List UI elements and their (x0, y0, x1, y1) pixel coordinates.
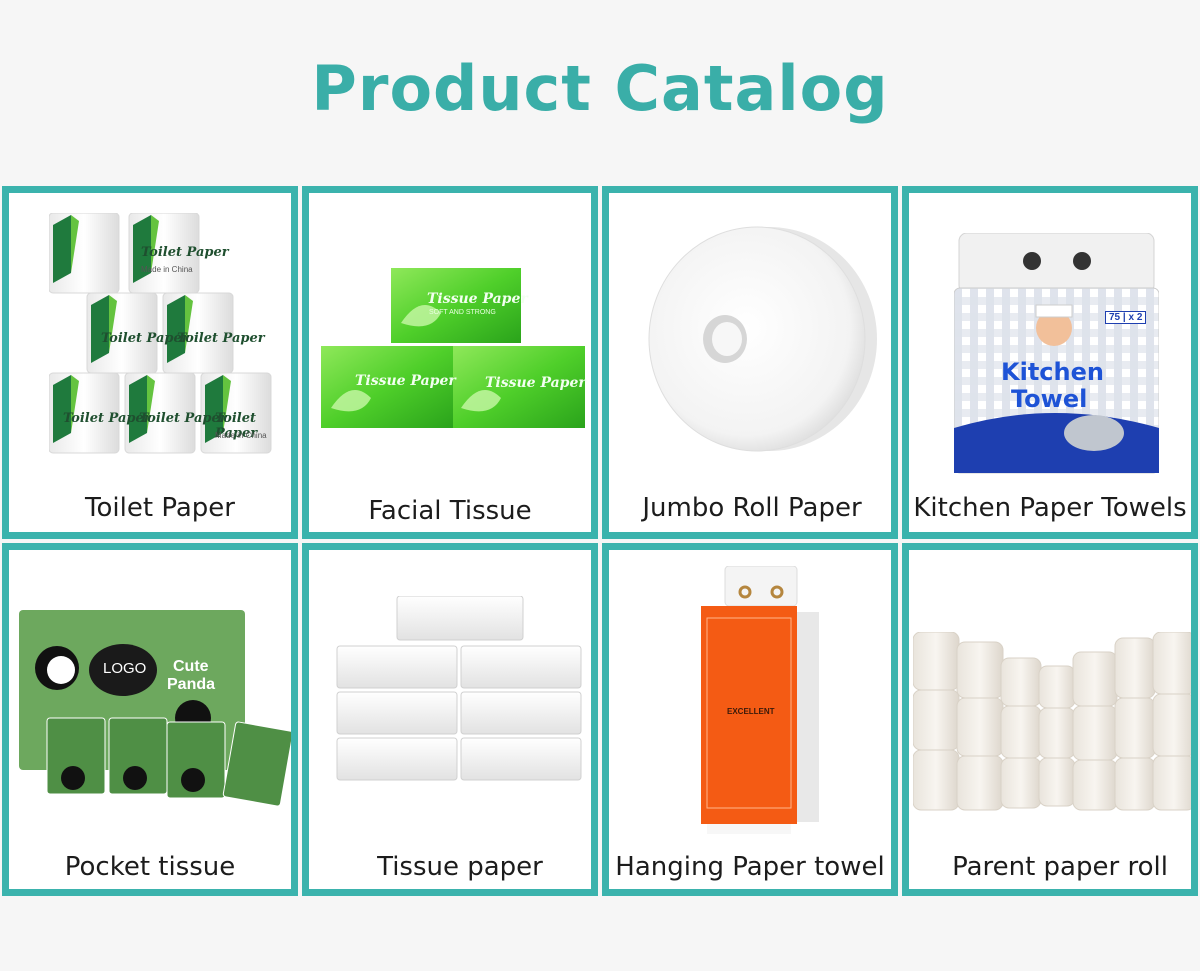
product-card-jumbo-roll-paper[interactable]: Jumbo Roll Paper (602, 186, 898, 539)
kitchen-towel-pack-image (954, 233, 1159, 474)
toilet-paper-rolls-image (49, 213, 272, 454)
product-label: Pocket tissue (64, 852, 236, 882)
parent-rolls-image (913, 632, 1191, 811)
product-label: Parent paper roll (952, 852, 1168, 882)
package-text: Towel (1011, 385, 1088, 413)
jumbo-roll-image (648, 226, 877, 452)
package-text: EXCELLENT (727, 707, 775, 716)
product-card-tissue-paper[interactable]: Tissue paper (302, 543, 598, 896)
product-label: Kitchen Paper Towels (913, 493, 1187, 523)
package-text: Tissue Paper (427, 291, 528, 307)
package-text: Tissue Paper (355, 373, 456, 389)
product-label: Facial Tissue (368, 496, 532, 526)
package-text: Toilet Paper (215, 411, 258, 441)
package-text: Toilet Paper (101, 331, 189, 346)
package-subtext: Made in China (215, 431, 267, 440)
package-text: Cute (173, 658, 209, 675)
facial-tissue-packs-image (321, 268, 585, 428)
page-title: Product Catalog (311, 52, 889, 125)
product-card-pocket-tissue[interactable]: LOGO Cute Panda Pocket tissue (2, 543, 298, 896)
product-card-kitchen-paper-towels[interactable]: 75 | x 2 Kitchen Towel Kitchen Paper Tow… (902, 186, 1198, 539)
package-logo: LOGO (103, 660, 147, 677)
product-label: Tissue paper (377, 852, 543, 882)
package-text: Toilet Paper (177, 331, 265, 346)
product-card-parent-paper-roll[interactable]: Parent paper roll (902, 543, 1198, 896)
product-card-facial-tissue[interactable]: Tissue Paper Tissue Paper Tissue Paper S… (302, 186, 598, 539)
product-label: Toilet Paper (85, 493, 235, 523)
hanging-towel-box-image (701, 566, 819, 834)
product-card-toilet-paper[interactable]: Toilet Paper Toilet Paper Toilet Paper T… (2, 186, 298, 539)
package-badge: 75 | x 2 (1105, 311, 1147, 324)
product-label: Hanging Paper towel (615, 852, 885, 882)
package-text: Panda (167, 676, 216, 693)
package-text: Tissue Paper (485, 375, 586, 391)
package-text: Toilet Paper (139, 411, 227, 426)
pocket-tissue-panda-image (19, 610, 291, 807)
package-text: Toilet Paper (141, 245, 229, 260)
tissue-paper-stack-image (336, 596, 582, 781)
product-card-hanging-paper-towel[interactable]: EXCELLENT Hanging Paper towel (602, 543, 898, 896)
package-text: Toilet Paper (63, 411, 151, 426)
package-text: Kitchen (1001, 358, 1104, 386)
package-subtext: SOFT AND STRONG (429, 309, 496, 316)
product-label: Jumbo Roll Paper (642, 493, 862, 523)
package-subtext: Made in China (141, 265, 193, 274)
